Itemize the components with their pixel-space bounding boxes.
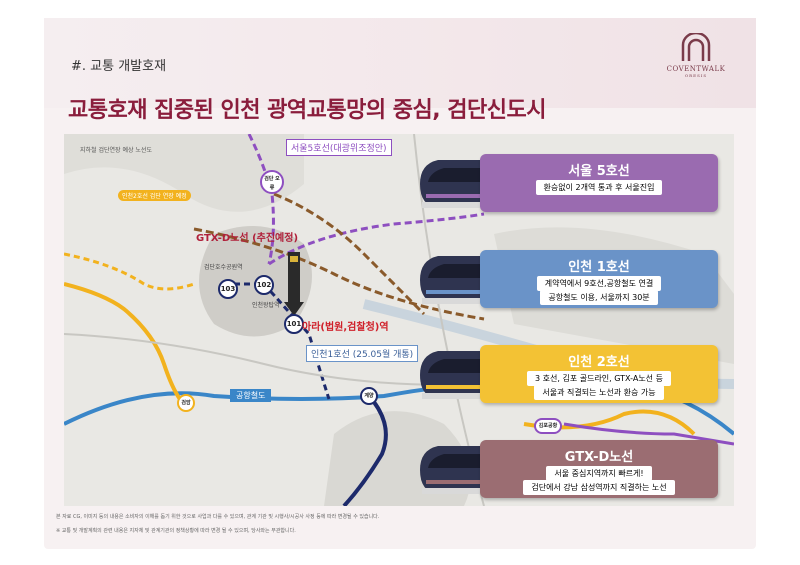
station-103: 103 [218,279,238,299]
line-card-text: 서울 중심지역까지 빠르게! [546,466,652,481]
line-card-text: 공항철도 이용, 서울까지 30분 [540,290,658,305]
label-geomdan-lake: 검단호수공원역 [204,264,243,271]
station-102: 102 [254,275,274,295]
line-card-title: 인천 1호선 [568,260,630,275]
line-card-text: 환승없이 2개역 통과 후 서울진입 [535,180,663,195]
label-ara-station: 아라(법원,검찰청)역 [302,322,389,333]
header-band [44,18,756,108]
tower-highlight [290,256,298,262]
label-incheon1: 인천1호선 (25.05월 개통) [306,345,419,362]
brand-logo: COVENTWALK ORESIS [666,31,726,78]
section-label: #. 교통 개발호재 [71,59,167,74]
line-card-title: 인천 2호선 [568,355,630,370]
station-geomam: 검암 [177,394,195,412]
line-card-text: 3 호선, 김포 골드라인, GTX-A노선 등 [527,371,671,386]
train-icon [420,446,480,494]
seoul5-line-north [247,134,275,265]
label-gtxd: GTX-D노선 (추진예정) [196,233,299,244]
train-icon [420,160,480,208]
station-gyeyang: 계양 [360,387,378,405]
seoul5-line-east [268,212,485,266]
logo-sub: ORESIS [684,73,708,78]
gtxd-branch [273,192,426,316]
line-card-text: 계약역에서 9호선,공항철도 연결 [536,276,662,291]
label-incheon2-ext: 인천2호선 검단 연장 예정 [118,190,191,201]
train-icon [420,351,480,399]
terrain-area [64,134,304,212]
line-card-text: 검단에서 강남 삼성역까지 직결하는 노선 [523,480,675,495]
incheon1-line [342,394,388,506]
arch-logo-icon [681,31,711,61]
gtxd-line [193,227,485,321]
station-101: 101 [284,314,304,334]
incheon2-ext-line [64,252,195,291]
station-geomdan-oryu: 검단 오류 [260,170,284,194]
train-icon [420,256,480,304]
footnote-1: 본 자료 CG, 이미지 등의 내용은 소비자의 이해를 돕기 위한 것으로 사… [56,514,380,520]
location-pointer-icon [284,302,304,316]
page-headline: 교통호재 집중된 인천 광역교통망의 중심, 검단신도시 [68,98,546,123]
incheon2-line [64,282,186,406]
line-card-text: 서울과 직결되는 노선과 환승 가능 [534,385,664,400]
development-tower [288,252,300,304]
label-incheon-wangtap: 인천왕탑역 [252,302,280,309]
legend-note: 지하철 검단연장 예상 노선도 [80,147,152,154]
road [64,333,485,386]
label-airport-rail: 공항철도 [230,389,272,402]
line-card-title: 서울 5호선 [568,164,630,179]
line-card-title: GTX-D노선 [564,450,634,465]
seoul5-line-gimpo [563,422,734,446]
footnote-2: ※ 교통 및 개발계획의 관련 내용은 지자체 및 관계기관의 정책상황에 따라… [56,528,296,534]
logo-name: COVENTWALK [666,65,726,73]
label-seoul5: 서울5호선(대광위조정안) [286,139,392,156]
station-gimpo-airport: 김포공항 [534,418,562,434]
